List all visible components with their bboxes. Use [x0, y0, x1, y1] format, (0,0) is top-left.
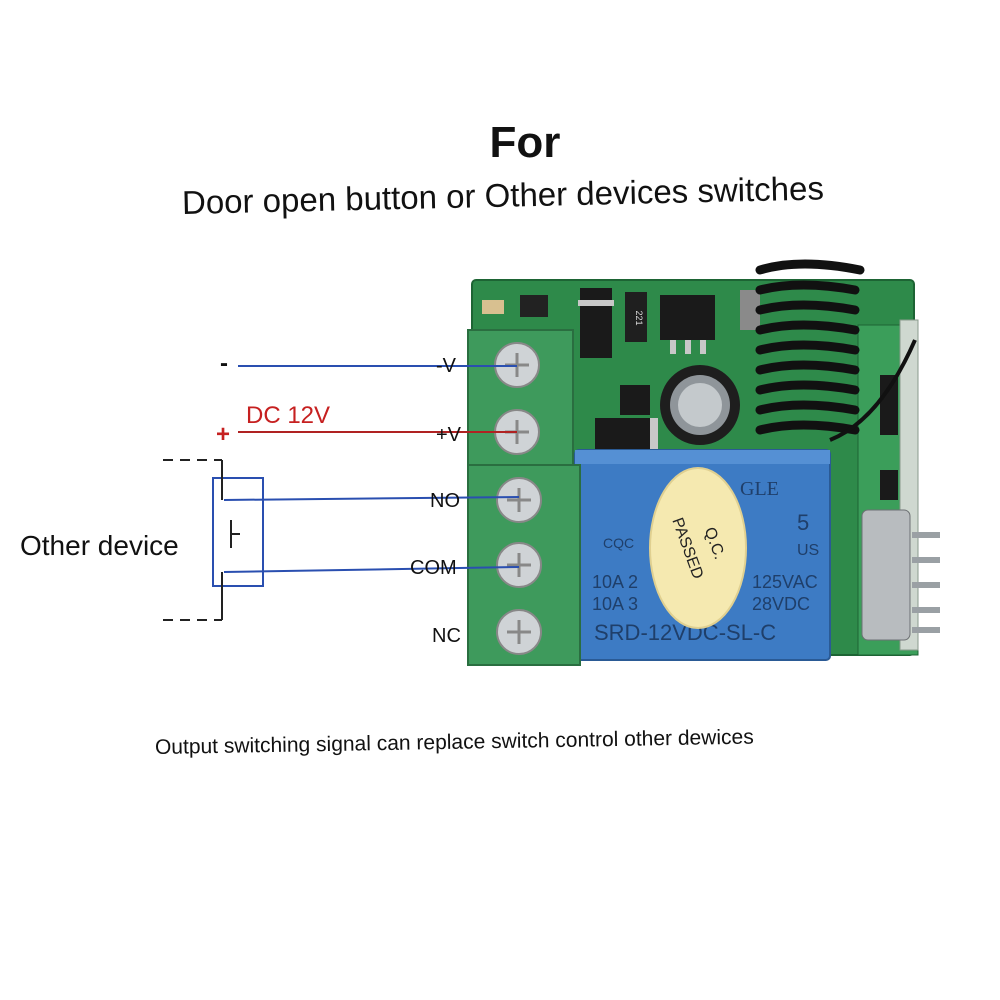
qc-sticker [649, 467, 747, 629]
device-box [212, 477, 264, 587]
relay-rating-ac: 125VAC [752, 572, 818, 592]
resistor-label: 221 [634, 310, 644, 325]
resistor-221 [625, 292, 647, 342]
relay-marking-2: 10A 3 [592, 594, 638, 614]
led [482, 300, 504, 314]
smd-diode [595, 418, 655, 453]
wire-no [223, 496, 520, 501]
crystal [861, 509, 911, 641]
terminal-label-negv: -V [436, 355, 456, 377]
relay-us: US [797, 542, 819, 559]
terminal-label-nc: NC [432, 625, 461, 647]
relay-rating-dc: 28VDC [752, 594, 810, 614]
relay-marking-1: 10A 2 [592, 572, 638, 592]
terminal-label-no: NO [430, 490, 460, 512]
relay-number: 5 [797, 510, 809, 535]
wire-com [223, 566, 520, 573]
relay-brand: GLE [740, 478, 779, 500]
minus-symbol: - [220, 350, 228, 377]
plus-symbol: + [216, 421, 231, 448]
terminal-label-posv: +V [436, 424, 462, 446]
voltage-label: DC 12V [246, 402, 331, 429]
page-title: For [489, 118, 561, 167]
transistor [660, 295, 715, 340]
diode [580, 288, 612, 358]
relay-cqc: CQC [603, 535, 634, 551]
switch-symbol [163, 459, 240, 621]
other-device-label: Other device [20, 530, 179, 561]
antenna-coil [755, 259, 865, 435]
terminal-label-com: COM [410, 557, 457, 579]
